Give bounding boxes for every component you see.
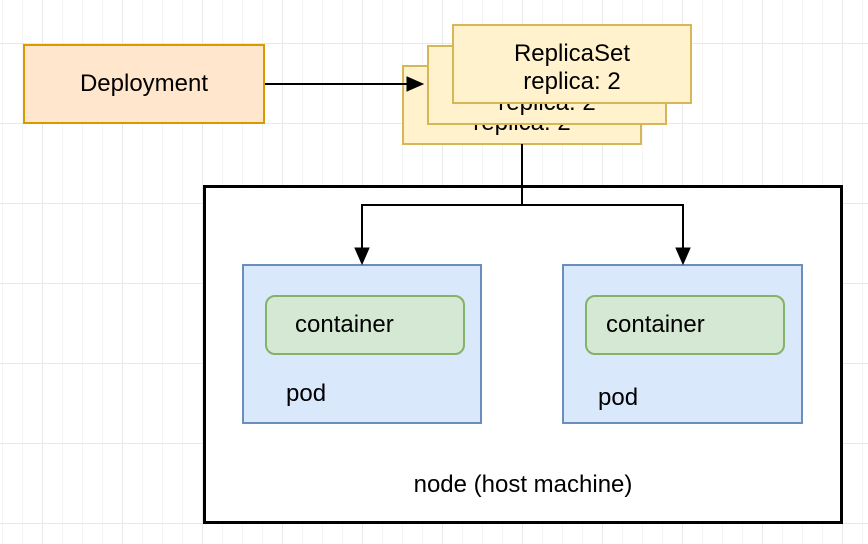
pod-label-1: pod (286, 380, 327, 407)
container-box-2[interactable]: container (585, 295, 785, 355)
container-label-1: container (295, 311, 394, 338)
deployment-label: Deployment (79, 70, 209, 97)
pod-box-1[interactable]: container pod (242, 264, 482, 424)
replicaset-subtitle: replica: 2 (523, 67, 621, 95)
arrow-deployment-to-replicaset[interactable] (265, 76, 425, 92)
replicaset-title: ReplicaSet (513, 39, 631, 67)
container-label-2: container (606, 311, 705, 338)
pod-box-2[interactable]: container pod (562, 264, 803, 424)
pod-label-2: pod (598, 384, 639, 411)
container-box-1[interactable]: container (265, 295, 465, 355)
replicaset-box-front[interactable]: ReplicaSet replica: 2 (452, 24, 692, 104)
node-label: node (host machine) (413, 471, 633, 498)
deployment-box[interactable]: Deployment (23, 44, 265, 124)
